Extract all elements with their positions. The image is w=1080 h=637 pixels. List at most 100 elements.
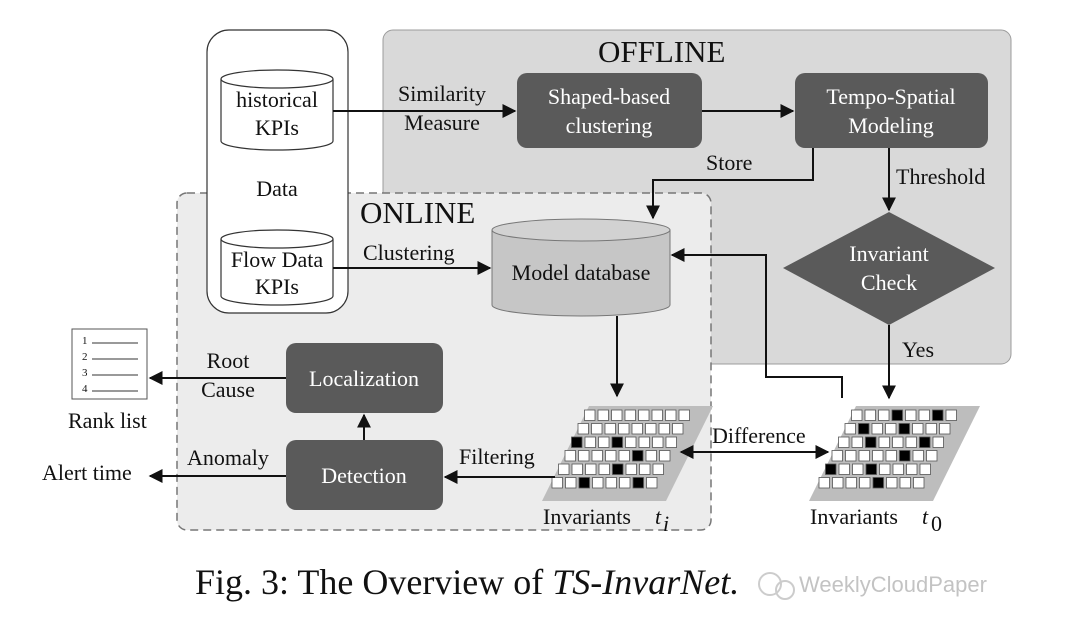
detection-box [286,440,443,510]
grid-cell-filled [872,477,884,489]
grid-cell [859,477,871,489]
grid-cell [558,463,570,475]
caption-italic: TS-InvarNet. [552,562,739,602]
model-database-label: Model database [512,260,651,285]
grid-cell [624,409,636,421]
grid-cell-filled [865,463,877,475]
grid-cell [638,409,650,421]
grid-cell-filled [632,477,644,489]
grid-cell [906,463,918,475]
grid-cell [652,436,664,448]
grid-cell [564,450,576,462]
localization-label: Localization [309,366,419,391]
grid-cell [658,423,670,435]
grid-cell [879,463,891,475]
grid-cell [864,409,876,421]
grid-cell [878,436,890,448]
grid-cell [851,436,863,448]
grid-cell [645,450,657,462]
grid-cell-filled [919,436,931,448]
invariants-t0-grid [809,406,980,501]
grid-cell [838,463,850,475]
grid-cell-filled [612,463,624,475]
grid-cell [871,423,883,435]
label-cause: Cause [201,377,255,402]
grid-cell [625,436,637,448]
grid-cell [818,477,830,489]
grid-cell [638,436,650,448]
grid-cell [926,450,938,462]
grid-cell-filled [898,423,910,435]
grid-cell [905,409,917,421]
historical-kpis-line2: KPIs [255,115,299,140]
tempo-spatial-modeling-line2: Modeling [848,113,934,138]
grid-cell [845,477,857,489]
grid-cell [598,436,610,448]
grid-cell-filled [858,423,870,435]
grid-cell [577,423,589,435]
grid-cell [651,409,663,421]
grid-cell-filled [578,477,590,489]
grid-cell [892,436,904,448]
grid-cell [885,450,897,462]
grid-cell [858,450,870,462]
invariants-ti-label: Invariants [543,504,631,529]
grid-cell [565,477,577,489]
localization-box [286,343,443,413]
grid-cell [905,436,917,448]
rank-item-3: 3 [82,367,88,379]
rank-list-label: Rank list [68,408,147,433]
shaped-based-clustering-line1: Shaped-based [548,84,670,109]
grid-cell [851,409,863,421]
grid-cell [659,450,671,462]
grid-cell [672,423,684,435]
grid-cell [598,463,610,475]
rank-item-1: 1 [82,335,88,347]
grid-cell [939,423,951,435]
grid-cell [604,423,616,435]
label-measure: Measure [404,110,480,135]
grid-cell-filled [611,436,623,448]
grid-cell [912,450,924,462]
grid-cell [892,463,904,475]
figure-caption: Fig. 3: The Overview of TS-InvarNet. [195,562,739,602]
invariants-t0-label: Invariants [810,504,898,529]
shaped-based-clustering-box [517,73,702,148]
offline-title: OFFLINE [598,34,725,69]
invariant-check-diamond [783,212,995,325]
label-clustering: Clustering [363,240,455,265]
grid-cell [618,450,630,462]
grid-cell [932,436,944,448]
grid-cell [878,409,890,421]
arrow-feedback [670,248,843,398]
grid-cell [925,423,937,435]
grid-cell [838,436,850,448]
invariants-t0-subscript: 0 [931,511,942,536]
grid-cell [625,463,637,475]
grid-cell [578,450,590,462]
grid-cell [639,463,651,475]
grid-cell [631,423,643,435]
grid-cell [832,477,844,489]
invariants-ti-grid [542,406,713,501]
grid-cell [844,423,856,435]
shaped-based-clustering-line2: clustering [566,113,653,138]
label-filtering: Filtering [459,444,535,469]
online-title: ONLINE [360,195,475,230]
grid-cell [652,463,664,475]
grid-cell [645,423,657,435]
invariant-check-line2: Check [861,270,917,295]
grid-cell-filled [899,450,911,462]
grid-cell [592,477,604,489]
flow-data-kpis-line2: KPIs [255,274,299,299]
grid-cell [918,409,930,421]
grid-cell-filled [891,409,903,421]
label-threshold: Threshold [896,164,985,189]
grid-cell [597,409,609,421]
grid-cell [912,423,924,435]
grid-cell-filled [825,463,837,475]
rank-item-2: 2 [82,351,88,363]
grid-cell [591,450,603,462]
